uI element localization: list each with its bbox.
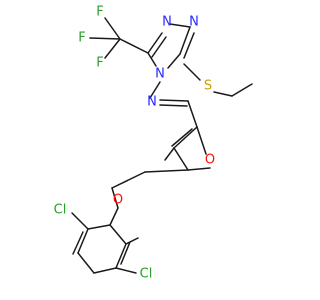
sulfur-atom: S [204, 79, 212, 94]
bond-nimine-ch [159, 99, 189, 102]
bond-c5-n4 [147, 52, 157, 67]
fluorine-atom-mid: F [96, 56, 103, 71]
bond-ar5-ar6 [115, 243, 127, 269]
bond-ar1-ar2 [87, 224, 111, 230]
bond-c3-n4 [167, 53, 181, 69]
molecule-structure: F F F N N N N S O O Cl Cl [54, 5, 253, 282]
bond-n2-c3-double [183, 32, 195, 59]
bond-ch2-ch3 [231, 83, 253, 97]
bond-ar2-ar3 [77, 228, 89, 254]
bond-c5-n1-double [151, 36, 167, 58]
bond-f2-f3-double [171, 128, 193, 147]
chlorine-atom-left: Cl [54, 203, 67, 218]
bond-n1-n2 [169, 23, 191, 28]
bond-ch2-o-ext [111, 187, 119, 209]
bond-ar2-ar3-double [72, 231, 84, 255]
bond-cf-mid [104, 38, 121, 59]
oxygen-atom-ether: O [113, 193, 123, 208]
nitrogen-atom-ring-right: N [189, 15, 199, 30]
oxygen-atom-furan: O [205, 153, 215, 168]
bond-f2-f3 [173, 126, 198, 149]
bond-ch-furan [187, 100, 198, 128]
fluorine-atom-top: F [96, 5, 103, 20]
bond-s-ch2 [213, 91, 233, 97]
bond-n4-nimine [149, 81, 161, 99]
bond-n2-c3 [179, 26, 191, 55]
bond-o-f5 [187, 167, 211, 171]
bond-f2-o [196, 126, 207, 155]
atom-label-layer: F F F N N N N S O O Cl Cl [54, 5, 215, 282]
nitrogen-atom-imine: N [147, 95, 157, 110]
bond-cf-top [104, 17, 121, 40]
bond-ar6-ar-ext [125, 237, 139, 245]
bond-cf-left [89, 37, 121, 40]
bond-o-ar [109, 207, 119, 226]
chlorine-atom-right: Cl [140, 267, 153, 282]
nitrogen-atom-ring-center: N [155, 67, 165, 82]
bond-ar3-ar4 [77, 252, 95, 274]
bond-ar5-cl [115, 267, 137, 274]
bond-layer [71, 17, 253, 274]
nitrogen-atom-ring-top: N [162, 15, 172, 30]
bond-ar6-ar1 [109, 224, 127, 245]
bond-c5-n1 [147, 32, 163, 54]
bond-f5-ch2 [144, 169, 189, 173]
bond-nimine-ch-double [159, 104, 188, 107]
bond-ch2-o [111, 171, 146, 189]
bond-ar5-ar6-double [120, 241, 131, 265]
bond-f3-f4-ext [164, 147, 175, 161]
fluorine-atom-left: F [78, 31, 85, 46]
bond-cf3-ring [119, 38, 149, 54]
bond-ar4-ar5 [93, 267, 117, 274]
bond-ar2-cl [71, 212, 89, 230]
bond-f3-f4 [173, 147, 189, 171]
bond-c3-s [183, 63, 201, 81]
